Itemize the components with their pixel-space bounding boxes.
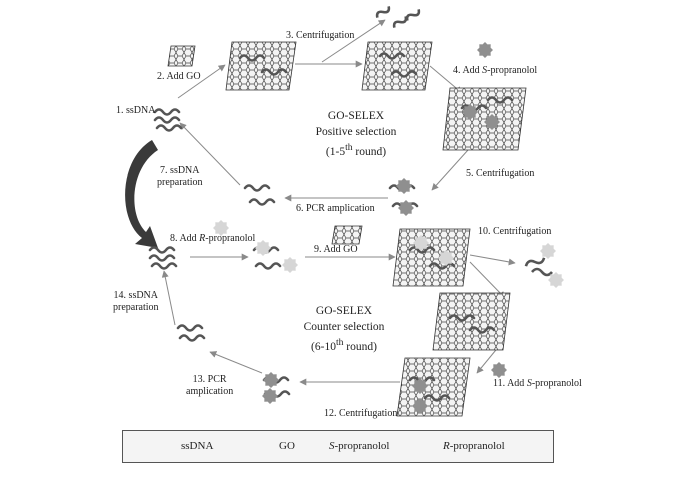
go-sheet-12 — [396, 357, 471, 417]
transition-curved-arrow — [125, 140, 158, 248]
positive-title-line1: GO-SELEX — [327, 110, 385, 122]
step-6-label: 6. PCR amplication — [296, 203, 375, 214]
go-sheet-4 — [442, 87, 527, 151]
step-5-label: 5. Centrifugation — [466, 168, 535, 179]
step-3-label: 3. Centrifugation — [286, 30, 355, 41]
go-sheets — [167, 41, 527, 417]
arrow-step-3-discard — [321, 19, 386, 63]
go-sheet-2 — [225, 41, 297, 91]
legend-go-label: GO — [279, 440, 295, 452]
step-11-label: 11. Add S-propranolol — [493, 378, 582, 389]
step-9-label: 9. Add GO — [314, 244, 358, 255]
counter-selection-title: GO-SELEX Counter selection (6-10th round… — [264, 303, 424, 355]
arrow-ssdna-to-go — [177, 64, 226, 99]
go-sheet-11 — [432, 292, 511, 351]
legend-s-propranolol-label: S-propranolol — [329, 440, 390, 452]
arrow-step-10-discard — [469, 254, 516, 266]
positive-selection-title: GO-SELEX Positive selection (1-5th round… — [276, 108, 436, 160]
legend: ssDNA GO S-propranolol R-propranolol — [122, 430, 554, 463]
go-sheet-small-9 — [331, 225, 363, 245]
positive-rounds: (1-5th round) — [325, 142, 387, 158]
legend-r-propranolol-label: R-propranolol — [443, 440, 505, 452]
legend-ssdna-label: ssDNA — [181, 440, 214, 452]
go-sheet-10 — [392, 228, 471, 287]
counter-title-line2: Counter selection — [303, 321, 385, 333]
step-8-label: 8. Add R-propranolol — [170, 233, 256, 244]
arrow-step-13 — [209, 351, 263, 374]
step-2-label: 2. Add GO — [157, 71, 201, 82]
arrow-step-10 — [469, 261, 506, 299]
ssdna-strands — [148, 6, 553, 402]
step-12-label: 12. Centrifugation — [324, 408, 398, 419]
go-sheet-3 — [361, 41, 433, 91]
step-10-label: 10. Centrifugation — [478, 226, 552, 237]
arrow-step-14 — [161, 270, 176, 326]
step-4-label: 4. Add S-propranolol — [453, 65, 538, 76]
step-1-label: 1. ssDNA — [116, 105, 156, 116]
arrow-step-7 — [179, 122, 241, 186]
positive-title-line2: Positive selection — [315, 126, 397, 138]
arrow-step-5 — [431, 149, 469, 191]
go-sheet-small-1 — [167, 45, 196, 67]
counter-rounds: (6-10th round) — [311, 337, 377, 353]
counter-title-line1: GO-SELEX — [315, 305, 373, 317]
